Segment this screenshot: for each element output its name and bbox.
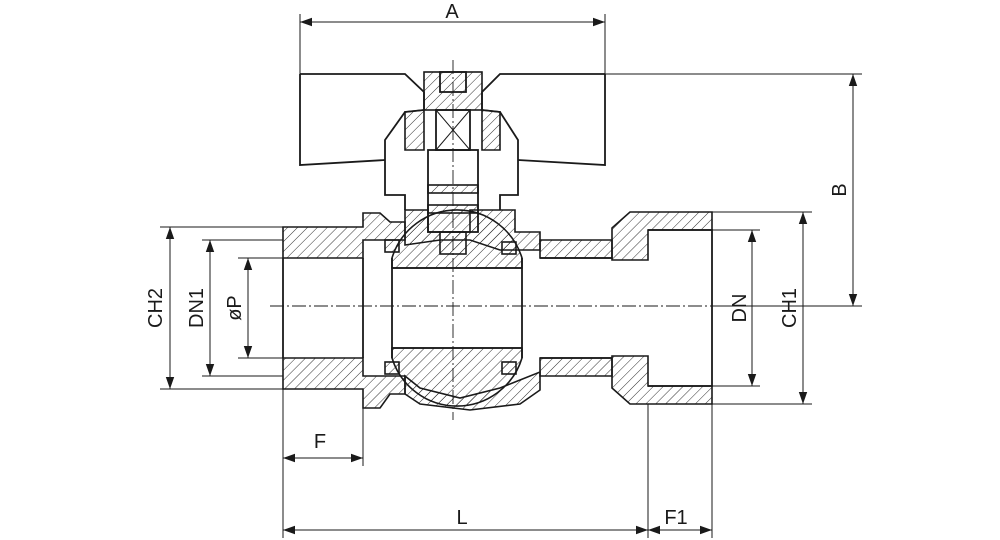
label-CH1: CH1 — [779, 288, 801, 328]
label-L: L — [456, 507, 467, 529]
dimension-labels: A B CH1 DN CH2 DN1 øP F L F1 — [145, 1, 851, 529]
label-A: A — [445, 1, 459, 23]
label-F: F — [314, 431, 326, 453]
label-CH2: CH2 — [145, 288, 167, 328]
label-DN1: DN1 — [186, 288, 208, 328]
label-DN: DN — [729, 294, 751, 323]
label-B: B — [829, 183, 851, 196]
label-P: øP — [224, 295, 246, 321]
centerlines — [270, 60, 735, 420]
dimension-lines — [160, 14, 862, 538]
handle — [299, 73, 606, 210]
label-F1: F1 — [664, 507, 687, 529]
